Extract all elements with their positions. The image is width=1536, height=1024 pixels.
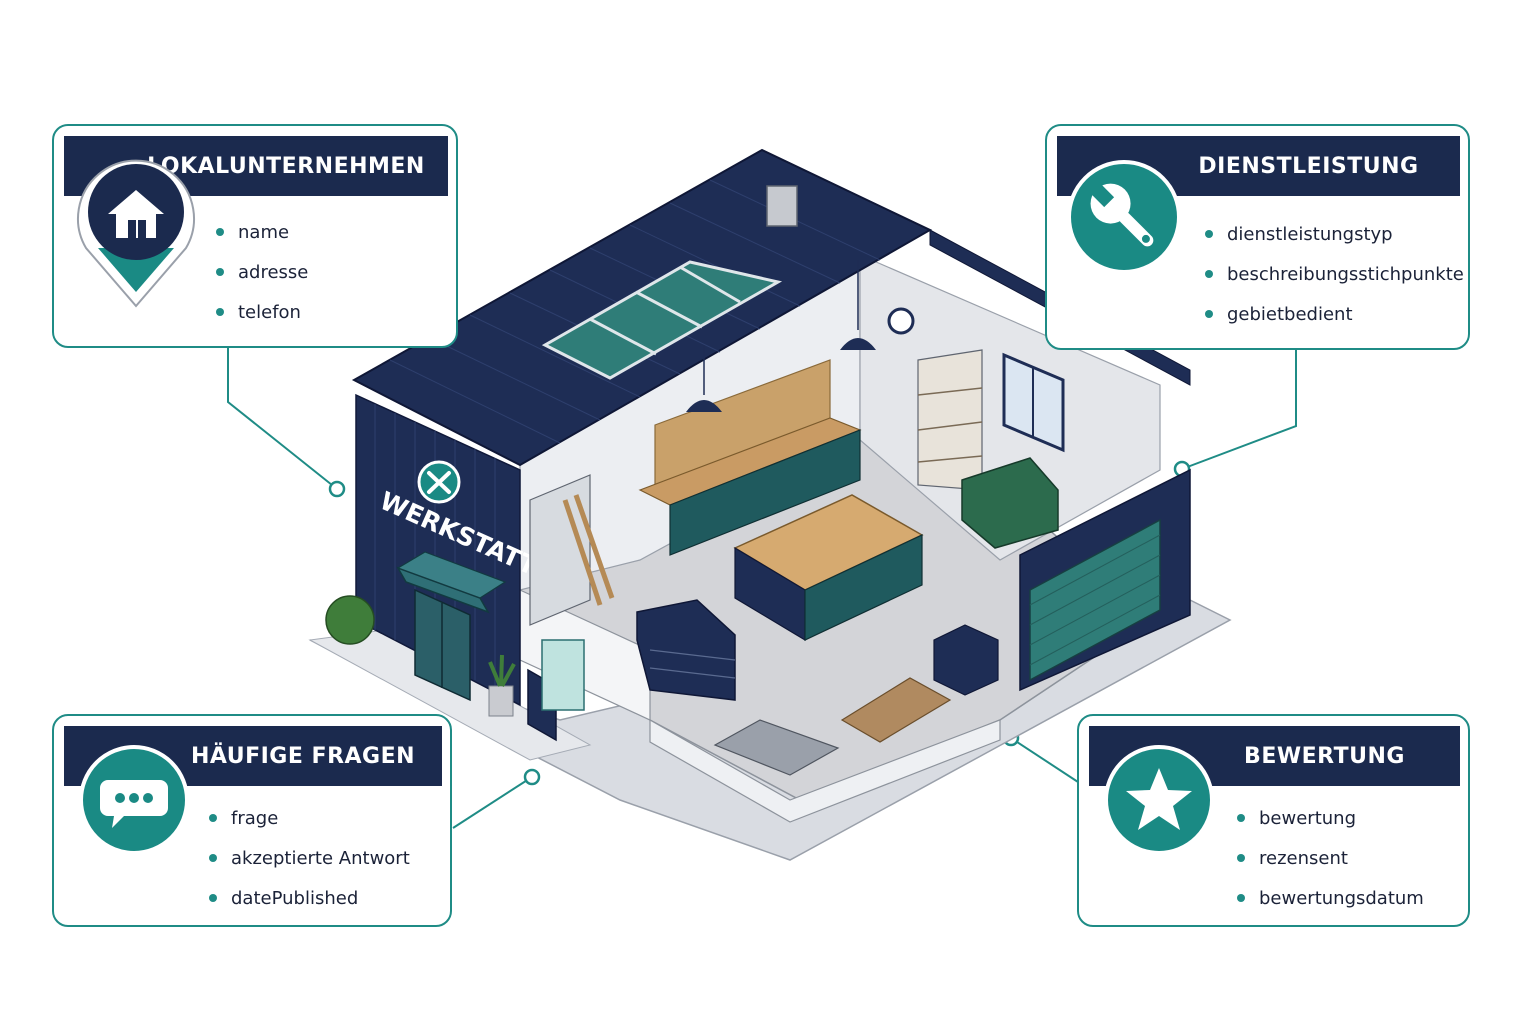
card-title: DIENSTLEISTUNG — [1198, 153, 1419, 179]
facade-left — [355, 393, 521, 707]
connector-node — [523, 768, 541, 786]
center-workbench-side — [804, 534, 923, 641]
bullet-icon — [1205, 270, 1213, 278]
list-item: name — [216, 212, 308, 252]
card-title: HÄUFIGE FRAGEN — [190, 743, 416, 769]
bullet-icon — [216, 268, 224, 276]
bullet-icon — [209, 894, 217, 902]
list-item: rezensent — [1237, 838, 1424, 878]
floor-toolbox — [933, 624, 999, 696]
list-item: akzeptierte Antwort — [209, 838, 410, 878]
list-item: bewertung — [1237, 798, 1424, 838]
storage-shelf — [917, 349, 983, 491]
card-lokalunternehmen: LOKALUNTERNEHMEN name adresse telefon — [52, 124, 458, 348]
wall-clock-icon — [887, 307, 915, 335]
list-item: datePublished — [209, 878, 410, 918]
list-item: bewertungsdatum — [1237, 878, 1424, 918]
bullet-icon — [1237, 894, 1245, 902]
house-location-pin-icon — [76, 152, 196, 317]
back-workbench-cabinets — [669, 429, 861, 556]
pendant-lamp — [686, 400, 722, 412]
wooden-pallet — [840, 677, 952, 743]
card-haeufige-fragen: HÄUFIGE FRAGEN frage akzeptierte Antwort… — [52, 714, 452, 927]
plant-pot — [488, 685, 514, 717]
field-list: bewertung rezensent bewertungsdatum — [1237, 798, 1424, 918]
bullet-icon — [1205, 230, 1213, 238]
bullet-icon — [1237, 854, 1245, 862]
list-item: adresse — [216, 252, 308, 292]
connector-lokalunternehmen — [227, 348, 338, 490]
garage-door — [1029, 518, 1161, 682]
connector-dienstleistung — [1181, 350, 1297, 470]
card-title: BEWERTUNG — [1244, 743, 1405, 769]
shrub — [325, 595, 375, 645]
field-list: name adresse telefon — [216, 212, 308, 332]
list-item: telefon — [216, 292, 308, 332]
list-item: gebietbedient — [1205, 294, 1464, 334]
steel-stock — [713, 719, 840, 776]
list-item: beschreibungsstichpunkte — [1205, 254, 1464, 294]
roof-vent — [766, 185, 798, 227]
front-low-wall-bottom — [649, 718, 1001, 823]
bullet-icon — [1237, 814, 1245, 822]
bullet-icon — [209, 814, 217, 822]
list-item: dienstleistungstyp — [1205, 214, 1464, 254]
wrench-icon — [1067, 160, 1181, 279]
field-list: dienstleistungstyp beschreibungsstichpun… — [1205, 214, 1464, 334]
pendant-lamp — [840, 338, 876, 350]
bullet-icon — [216, 308, 224, 316]
connector-haeufige-fragen — [452, 776, 533, 829]
green-machine — [961, 457, 1059, 549]
connector-lines — [227, 348, 1297, 829]
field-list: frage akzeptierte Antwort datePublished — [209, 798, 410, 918]
star-icon — [1103, 744, 1215, 861]
electrical-panel — [541, 639, 585, 711]
card-bewertung: BEWERTUNG bewertung rezensent bewertungs… — [1077, 714, 1470, 927]
lumber-rack — [529, 474, 591, 626]
card-dienstleistung: DIENSTLEISTUNG dienstleistungstyp beschr… — [1045, 124, 1470, 350]
list-item: frage — [209, 798, 410, 838]
connector-bewertung — [1010, 737, 1079, 783]
connector-node — [328, 480, 346, 498]
bullet-icon — [209, 854, 217, 862]
card-title: LOKALUNTERNEHMEN — [147, 153, 425, 179]
speech-bubble-icon — [78, 744, 190, 861]
bullet-icon — [216, 228, 224, 236]
bullet-icon — [1205, 310, 1213, 318]
